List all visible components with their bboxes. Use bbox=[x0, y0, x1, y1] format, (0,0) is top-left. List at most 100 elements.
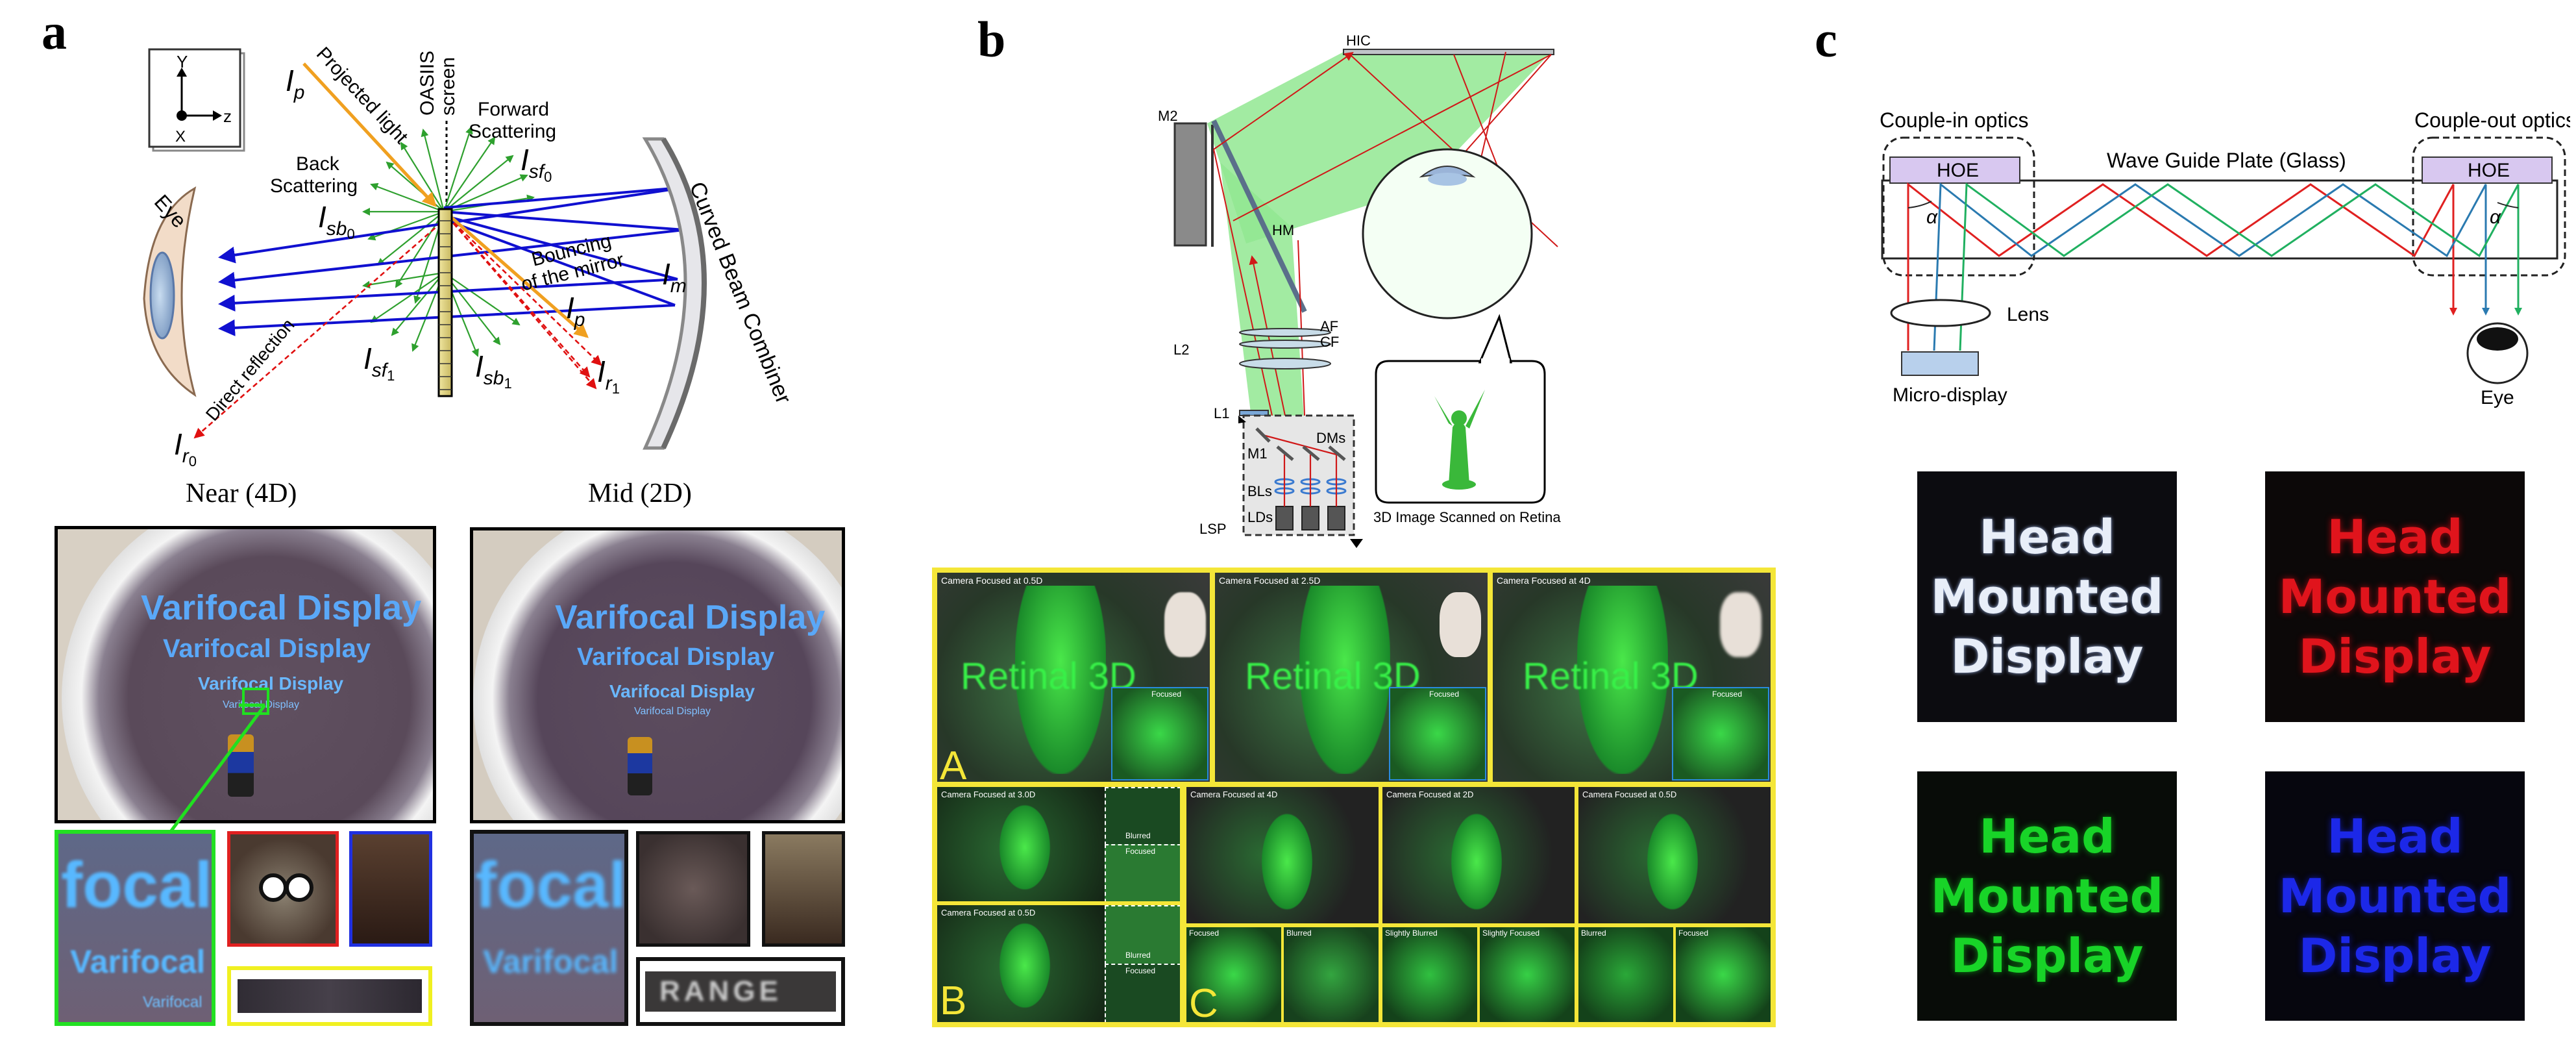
display-line-1: Varifocal Display bbox=[141, 588, 422, 627]
screen-label-1: OASIIS bbox=[417, 51, 438, 116]
row-c-caption-1: Camera Focused at 4D bbox=[1190, 790, 1278, 799]
retinal-text-1: Retinal 3D bbox=[961, 655, 1136, 697]
panel-letter-b: b bbox=[977, 11, 1006, 68]
symbol-isb0: Isb0 bbox=[318, 200, 355, 242]
display-line-4-mid: Varifocal Display bbox=[634, 706, 711, 717]
crop-yellow-near bbox=[227, 966, 432, 1026]
row-c-inset-label-1: Focused bbox=[1189, 929, 1220, 938]
lego-figure bbox=[228, 734, 254, 797]
crop-focal-near: focal Varifocal Varifocal bbox=[55, 830, 215, 1026]
forward-scattering-label-1: Forward bbox=[478, 99, 549, 120]
lens-icon bbox=[1890, 299, 1991, 327]
row-c-inset-6: Focused bbox=[1676, 927, 1771, 1022]
mid-photo: Varifocal Display Varifocal Display Vari… bbox=[470, 527, 845, 823]
symbol-isf1: Isf1 bbox=[363, 342, 395, 384]
row-c-caption-2: Camera Focused at 2D bbox=[1386, 790, 1474, 799]
axis-z-label: z bbox=[223, 106, 232, 126]
eye-icon bbox=[143, 186, 197, 397]
display-line-3: Varifocal Display bbox=[198, 673, 344, 693]
symbol-ip-prime: Ip bbox=[566, 291, 585, 331]
row-c-inset-5: Blurred bbox=[1578, 927, 1673, 1022]
micro-display-label: Micro-display bbox=[1893, 384, 2007, 406]
lego-figure-mid bbox=[628, 737, 652, 795]
symbol-isf0: Isf0 bbox=[521, 143, 552, 185]
label-dms: DMs bbox=[1316, 430, 1345, 446]
label-bls: BLs bbox=[1247, 483, 1272, 499]
hmd-white-line-3: Display bbox=[1950, 629, 2144, 684]
couple-in-label: Couple-in optics bbox=[1880, 108, 2028, 132]
letter-a: A bbox=[940, 743, 967, 782]
oasiis-screen bbox=[437, 208, 453, 397]
hmd-white-photo: Head Mounted Display bbox=[1917, 471, 2177, 722]
eyeball-icon bbox=[1362, 148, 1533, 319]
row-a-inset-3: Focused bbox=[1712, 690, 1743, 699]
label-hic: HIC bbox=[1346, 32, 1371, 49]
display-line-3-mid: Varifocal Display bbox=[609, 681, 755, 701]
lens-label: Lens bbox=[2007, 304, 2049, 325]
alpha-out: α bbox=[2490, 206, 2501, 228]
hmd-blue-line-2: Mounted bbox=[2278, 868, 2512, 923]
crop-varifocal-mid-text: Varifocal bbox=[483, 943, 619, 980]
hmd-red-line-3: Display bbox=[2298, 629, 2492, 684]
focus-box bbox=[242, 688, 269, 715]
letter-c: C bbox=[1189, 981, 1218, 1022]
hmd-blue-photo: Head Mounted Display bbox=[2265, 771, 2525, 1021]
row-c-inset-3: Slightly Blurred bbox=[1382, 927, 1477, 1022]
label-lsp: LSP bbox=[1199, 521, 1227, 537]
alpha-in: α bbox=[1926, 206, 1938, 228]
mid-title: Mid (2D) bbox=[588, 479, 692, 508]
row-a-caption-2: Camera Focused at 2.5D bbox=[1219, 575, 1321, 586]
row-c-inset-label-5: Blurred bbox=[1581, 929, 1606, 938]
waveguide-diagram: Couple-in optics Couple-out optics Wave … bbox=[1880, 108, 2570, 408]
row-a-photo-1: Camera Focused at 0.5D Retinal 3D Focuse… bbox=[937, 573, 1210, 782]
crop-portrait-mid bbox=[762, 831, 845, 947]
panel-letter-a: a bbox=[42, 3, 67, 60]
crop-focal-mid: focal Varifocal bbox=[470, 830, 628, 1026]
row-b-inset-2b: Focused bbox=[1125, 966, 1156, 975]
eye-icon-c bbox=[2466, 322, 2529, 384]
label-m1: M1 bbox=[1247, 445, 1268, 462]
crop-varifocal-small-text: Varifocal bbox=[143, 993, 202, 1011]
oasiis-optics-diagram: Y z X OASIIS screen Eye bbox=[143, 43, 796, 469]
retinal-text-3: Retinal 3D bbox=[1523, 655, 1699, 697]
row-c-caption-3: Camera Focused at 0.5D bbox=[1582, 790, 1677, 799]
forward-scattering-label-2: Scattering bbox=[469, 121, 556, 142]
crop-focal-mid-text: focal bbox=[475, 849, 627, 921]
row-a-caption-3: Camera Focused at 4D bbox=[1497, 575, 1591, 586]
row-c-inset-label-3: Slightly Blurred bbox=[1385, 929, 1438, 938]
hmd-blue-line-1: Head bbox=[2327, 808, 2463, 864]
eye-label-c: Eye bbox=[2481, 387, 2514, 408]
waveguide-label: Wave Guide Plate (Glass) bbox=[2107, 149, 2346, 172]
hmd-blue-line-3: Display bbox=[2298, 929, 2492, 984]
hmd-red-line-1: Head bbox=[2327, 509, 2463, 564]
photo-grid-b: Camera Focused at 0.5D Retinal 3D Focuse… bbox=[932, 568, 1776, 1027]
hmd-green-line-1: Head bbox=[1979, 808, 2115, 864]
row-b-photo-1: Camera Focused at 3.0D Blurred Focused bbox=[937, 787, 1180, 901]
row-b-inset-1a: Blurred bbox=[1125, 831, 1151, 840]
crop-blue-near bbox=[349, 831, 432, 947]
crop-varifocal-text: Varifocal bbox=[70, 943, 206, 980]
near-photo: Varifocal Display Varifocal Display Vari… bbox=[55, 526, 436, 823]
green-statue-icon bbox=[1434, 390, 1485, 490]
crop-red-near bbox=[227, 831, 339, 947]
crop-focal-text: focal bbox=[61, 849, 213, 921]
symbol-im: Im bbox=[662, 257, 687, 297]
crop-object-mid bbox=[636, 831, 750, 947]
row-b-photo-2: Camera Focused at 0.5D Blurred Focused B bbox=[937, 905, 1180, 1022]
label-cf: CF bbox=[1320, 334, 1339, 350]
display-line-1-mid: Varifocal Display bbox=[555, 599, 826, 636]
retinal-projection-diagram: HIC M2 HM AF CF L2 L1 M1 DMs BLs LDs LSP… bbox=[1158, 32, 1561, 548]
crop-range-mid: RANGE bbox=[636, 957, 845, 1026]
label-l2: L2 bbox=[1173, 342, 1189, 358]
label-lds: LDs bbox=[1247, 509, 1273, 525]
symbol-ir0: Ir0 bbox=[174, 427, 197, 469]
hmd-green-line-2: Mounted bbox=[1930, 868, 2164, 923]
axes-icon: Y z X bbox=[148, 48, 245, 152]
hoe-out-label: HOE bbox=[2468, 160, 2510, 181]
zoom-connector bbox=[164, 703, 267, 839]
row-a-photo-2: Camera Focused at 2.5D Retinal 3D Focuse… bbox=[1215, 573, 1488, 782]
micro-display-icon bbox=[1901, 351, 1979, 376]
letter-b: B bbox=[940, 979, 967, 1022]
near-title: Near (4D) bbox=[186, 479, 297, 508]
row-b-inset-2a: Blurred bbox=[1125, 951, 1151, 960]
